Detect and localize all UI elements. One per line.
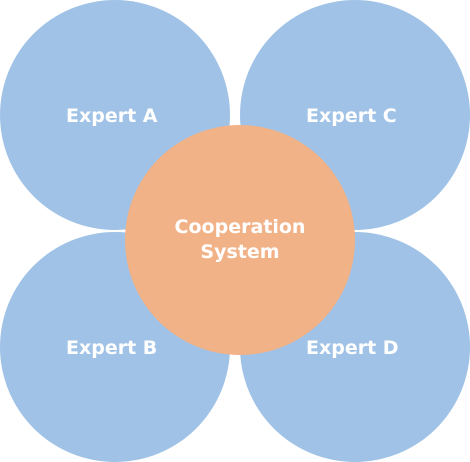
- cooperation-system-line1: Cooperation: [174, 216, 306, 238]
- expert-a-circle: Expert A: [0, 0, 230, 230]
- expert-a-label: Expert A: [66, 105, 158, 127]
- cooperation-system-line2: System: [200, 241, 280, 263]
- expert-d-label: Expert D: [306, 337, 399, 359]
- cooperation-system-label: Cooperation System: [175, 215, 306, 265]
- cooperation-system-circle: Cooperation System: [125, 125, 355, 355]
- expert-c-label: Expert C: [306, 105, 397, 127]
- expert-b-label: Expert B: [66, 337, 158, 359]
